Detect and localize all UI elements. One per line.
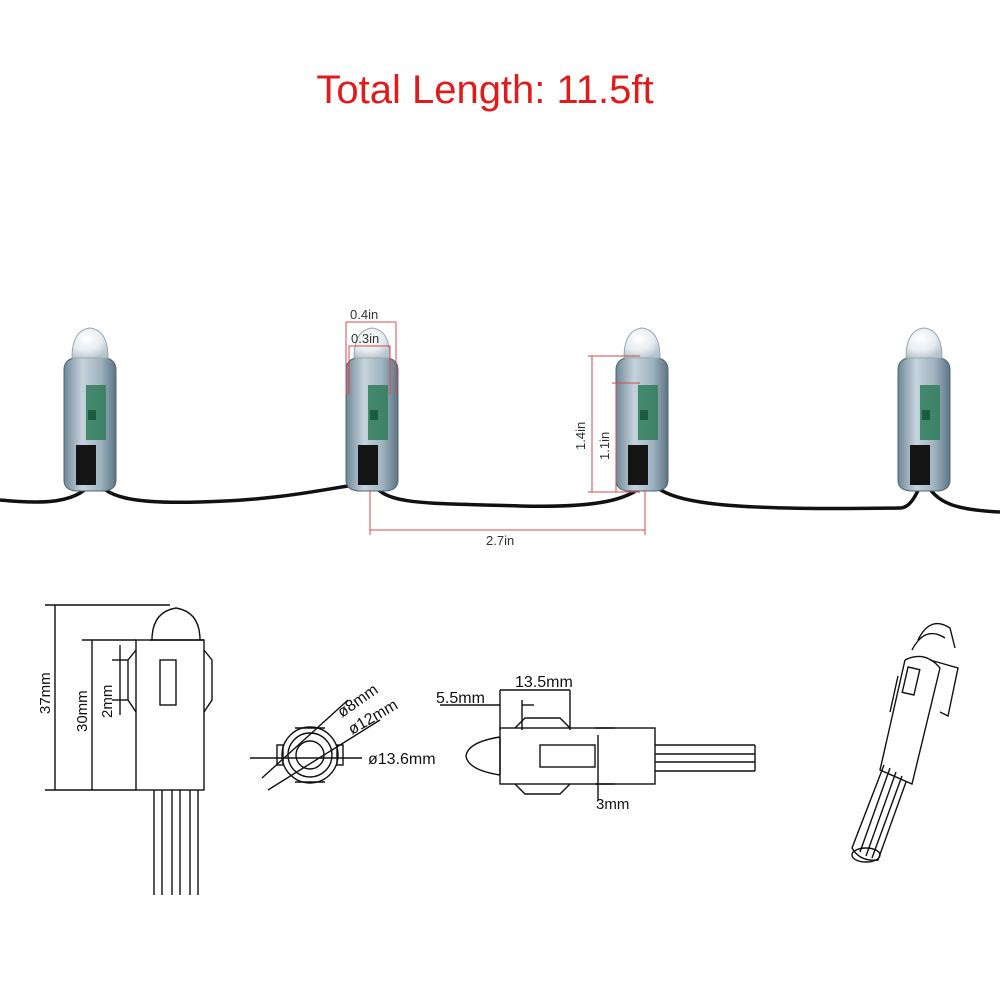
black-wire — [0, 474, 1000, 514]
pixel-node-1 — [63, 327, 117, 492]
cap-outer-dimension: 0.4in — [350, 307, 378, 322]
horizontal-view-drawing — [440, 689, 756, 800]
pixel-node-4 — [897, 327, 951, 492]
outer-diameter-dimension: ø13.6mm — [368, 751, 436, 768]
photo-dimension-lines — [345, 321, 646, 535]
cap-offset-dimension: 5.5mm — [436, 690, 485, 707]
isometric-view-drawing — [851, 622, 959, 863]
node-spacing-dimension: 2.7in — [486, 533, 514, 548]
pixel-node-3 — [615, 327, 669, 492]
clip-height-dimension: 2mm — [99, 685, 116, 718]
cap-inner-dimension: 0.3in — [351, 331, 379, 346]
total-length-title: Total Length: 11.5ft — [316, 68, 654, 112]
side-view-drawing — [45, 604, 213, 895]
body-height-dimension: 30mm — [74, 690, 91, 732]
node-height-dimension: 1.4in — [573, 422, 588, 450]
total-height-dimension: 37mm — [37, 672, 54, 714]
top-view-drawing — [250, 699, 381, 791]
node-body-dimension: 1.1in — [597, 432, 612, 460]
clip-thickness-dimension: 3mm — [596, 796, 629, 813]
clip-length-dimension: 13.5mm — [515, 674, 573, 691]
